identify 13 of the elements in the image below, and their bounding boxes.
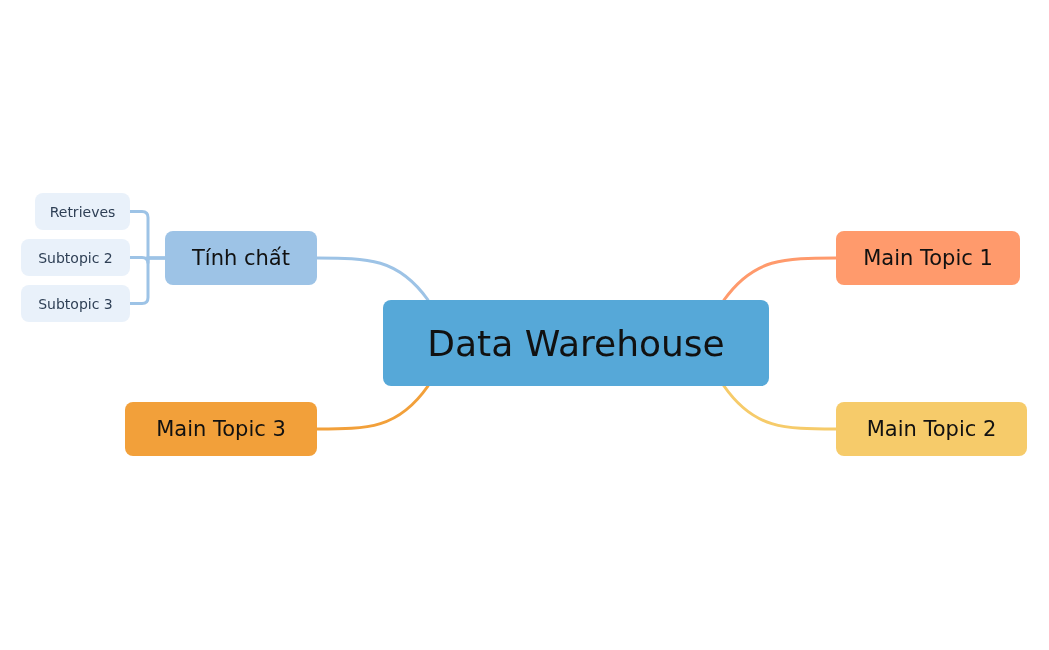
connector [722,256,838,302]
main-topic: Main Topic 3 [125,402,317,456]
main-topic: Main Topic 2 [836,402,1027,456]
connector [128,256,167,305]
main-topic: Main Topic 1 [836,231,1020,285]
connector [315,256,430,302]
subtopic: Subtopic 3 [21,285,130,322]
subtopic: Retrieves [35,193,130,230]
main-topic: Tính chất [165,231,317,285]
connector [722,384,838,431]
connector [315,384,430,431]
subtopic: Subtopic 2 [21,239,130,276]
central-topic: Data Warehouse [383,300,769,386]
